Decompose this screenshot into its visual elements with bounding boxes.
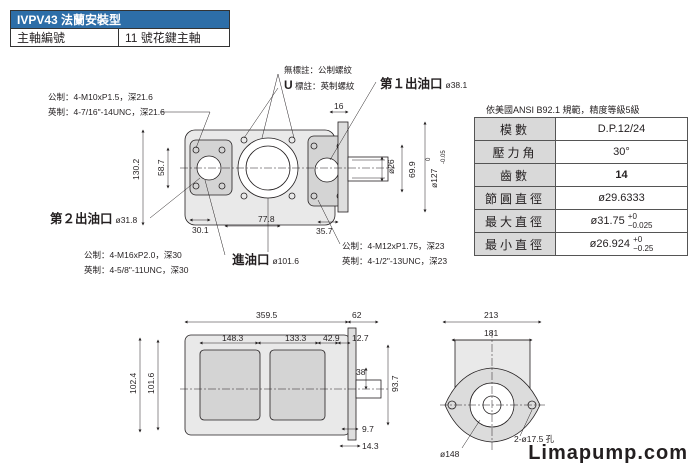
bolt-hole — [218, 182, 226, 190]
dim-133-3: 133.3 — [285, 333, 307, 343]
side-flange — [347, 327, 357, 441]
spec-value: 30° — [555, 140, 688, 164]
dim-35-7: 35.7 — [316, 226, 333, 236]
mount-holes-note: 2-ø17.5 孔 — [514, 434, 555, 444]
bolt-hole — [310, 192, 318, 200]
u-letter: U — [284, 78, 293, 92]
spec-caption: 依美國ANSI B92.1 規範，精度等級5級 — [486, 105, 640, 115]
dim-130-2: 130.2 — [131, 158, 141, 180]
bolt-hole — [192, 182, 200, 190]
inlet-metric-note: 公制：4-M12xP1.75，深23 — [342, 241, 445, 251]
shaft-value: 11 號花鍵主軸 — [118, 28, 230, 47]
spec-row: 節圓直徑 ø29.6333 — [474, 186, 688, 210]
side-cartridge-1 — [199, 349, 261, 421]
dim-93-7: 93.7 — [390, 375, 400, 392]
dim-181: 181 — [484, 328, 498, 338]
bolt-hole — [310, 142, 318, 150]
dim-127: ø127 — [429, 168, 439, 188]
spec-key: 模數 — [474, 117, 556, 141]
spec-value: ø29.6333 — [555, 186, 688, 210]
spline-spec-table: 模數 D.P.12/24 壓力角 30° 齒數 14 節圓直徑 ø29.6333… — [474, 117, 688, 256]
model-header-table: IVPV43 法蘭安裝型 主軸編號 11 號花鍵主軸 — [10, 10, 230, 47]
dim-26: ø26 — [386, 159, 396, 174]
dim-148: ø148 — [440, 449, 460, 459]
outlet1-port-circle — [314, 157, 340, 183]
port1-imperial-note: 英制：4-7/16"-14UNC，深21.6 — [48, 107, 165, 117]
dim-14-3: 14.3 — [362, 441, 379, 451]
dim-213: 213 — [484, 310, 498, 320]
front-view — [141, 73, 427, 256]
spec-key: 最小直徑 — [474, 232, 556, 256]
dim-16: 16 — [334, 101, 344, 111]
port2-metric-note: 公制：4-M16xP2.0，深30 — [84, 250, 182, 260]
watermark: Limapump.com — [528, 442, 688, 464]
dim-69-9: 69.9 — [407, 161, 417, 178]
dim-127-tol-lower: -0.05 — [441, 150, 447, 164]
spec-value: D.P.12/24 — [555, 117, 688, 141]
port2-imperial-note: 英制：4-5/8"-11UNC，深30 — [84, 265, 189, 275]
dim-102-4: 102.4 — [128, 372, 138, 394]
mounting-flange — [337, 121, 349, 213]
bolt-hole — [192, 146, 200, 154]
shaft-label: 主軸編號 — [10, 28, 119, 47]
spec-value: 14 — [555, 163, 688, 187]
bolt-hole — [240, 192, 248, 200]
dim-101-6: 101.6 — [146, 372, 156, 394]
spec-key: 最大直徑 — [474, 209, 556, 233]
tol-lower: −0.025 — [627, 221, 653, 230]
model-label: IVPV43 法蘭安裝型 — [10, 10, 230, 29]
side-cartridge-2 — [269, 349, 326, 421]
spec-value-with-tolerance: ø31.75 +0 −0.025 — [555, 209, 688, 233]
dim-30-1: 30.1 — [192, 225, 209, 235]
spec-row: 齒數 14 — [474, 163, 688, 187]
spec-key: 節圓直徑 — [474, 186, 556, 210]
dim-127-tol-upper: 0 — [426, 157, 432, 161]
note-u-mark: U 標註：英制螺紋 — [284, 78, 355, 92]
spec-row: 最大直徑 ø31.75 +0 −0.025 — [474, 209, 688, 233]
spec-row: 最小直徑 ø26.924 +0 −0.25 — [474, 232, 688, 256]
dim-148-3: 148.3 — [222, 333, 244, 343]
inlet-imperial-note: 英制：4-1/2"-13UNC，深23 — [342, 256, 448, 266]
end-view — [440, 320, 545, 450]
port1-metric-note: 公制：4-M10xP1.5，深21.6 — [48, 92, 153, 102]
dim-38: 38 — [356, 367, 366, 377]
tol-upper: +0 — [627, 212, 637, 221]
dim-62: 62 — [352, 310, 362, 320]
bolt-hole — [218, 146, 226, 154]
bolt-hole — [240, 136, 248, 144]
tol-lower: −0.25 — [633, 244, 654, 253]
spec-row: 模數 D.P.12/24 — [474, 117, 688, 141]
dim-9-7: 9.7 — [362, 424, 374, 434]
spec-key: 壓力角 — [474, 140, 556, 164]
bolt-hole — [288, 192, 296, 200]
spec-value-with-tolerance: ø26.924 +0 −0.25 — [555, 232, 688, 256]
bolt-hole — [288, 136, 296, 144]
dim-12-7: 12.7 — [352, 333, 369, 343]
spec-row: 壓力角 30° — [474, 140, 688, 164]
dim-359-5: 359.5 — [256, 310, 278, 320]
spec-key: 齒數 — [474, 163, 556, 187]
dim-58-7: 58.7 — [156, 159, 166, 176]
tol-upper: +0 — [633, 235, 643, 244]
note-no-mark: 無標註：公制螺紋 — [284, 65, 353, 75]
dim-42-9: 42.9 — [323, 333, 340, 343]
dim-77-8: 77.8 — [258, 214, 275, 224]
side-view — [138, 320, 390, 448]
u-mark-text: 標註：英制螺紋 — [292, 81, 355, 91]
